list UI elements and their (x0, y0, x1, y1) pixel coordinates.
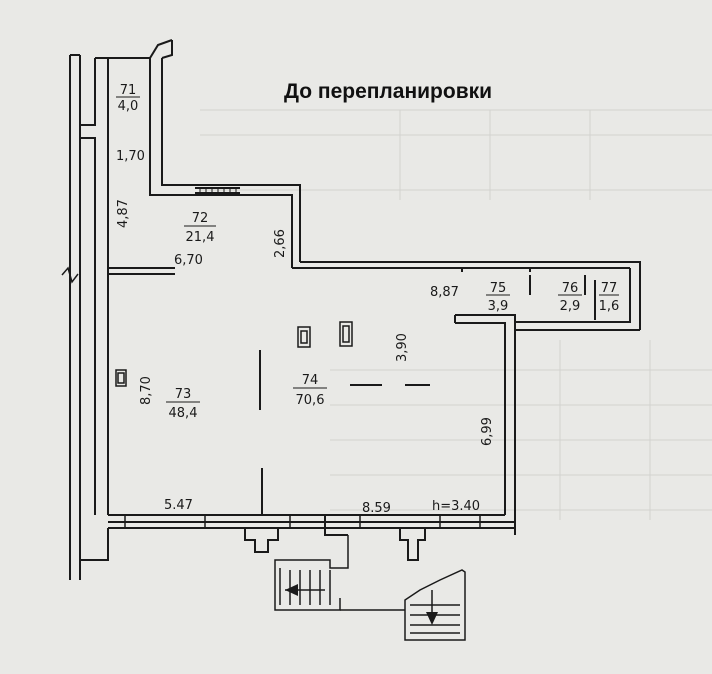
room-77: 77 1,6 (599, 281, 620, 314)
room-72: 72 21,4 (184, 211, 216, 245)
stairs-left (274, 535, 349, 611)
dim-2-66: 2,66 (273, 229, 288, 258)
window-marks (124, 515, 481, 528)
room-area: 2,9 (560, 299, 581, 314)
plan-title: До перепланировки (284, 80, 493, 103)
room-73: 73 48,4 (166, 387, 200, 421)
background-ghost-grid (200, 109, 712, 520)
walls (69, 39, 641, 580)
dim-1-70: 1,70 (116, 149, 145, 164)
room-number: 77 (601, 281, 618, 296)
room-number: 72 (192, 211, 209, 226)
dim-3-90: 3,90 (395, 333, 410, 362)
room-area: 1,6 (599, 299, 620, 314)
room-area: 21,4 (186, 230, 215, 245)
room-76: 76 2,9 (558, 281, 582, 314)
dim-6-99: 6,99 (480, 417, 495, 446)
room-number: 71 (120, 83, 137, 98)
room-number: 76 (562, 281, 579, 296)
room-area: 3,9 (488, 299, 509, 314)
stairs-left-arrow (285, 584, 298, 596)
break-mark (61, 266, 79, 284)
room-number: 74 (302, 373, 319, 388)
room-71: 71 4,0 (116, 83, 140, 114)
dim-8-59: 8.59 (362, 501, 391, 516)
dim-height: h=3.40 (432, 499, 480, 514)
room-75: 75 3,9 (486, 281, 510, 314)
room-area: 4,0 (118, 99, 139, 114)
room-74: 74 70,6 (293, 373, 327, 408)
dim-6-70: 6,70 (174, 253, 203, 268)
room-number: 73 (175, 387, 192, 402)
dim-4-87: 4,87 (116, 199, 131, 228)
dim-8-87: 8,87 (430, 285, 459, 300)
room-area: 70,6 (296, 393, 325, 408)
dim-5-47: 5.47 (164, 498, 193, 513)
dim-8-70: 8,70 (139, 376, 154, 405)
stairs-right (340, 569, 466, 641)
room-number: 75 (490, 281, 507, 296)
vent-symbols (115, 321, 353, 387)
hatch-marks (199, 188, 237, 193)
room-area: 48,4 (169, 406, 198, 421)
stairs-right-arrow (426, 612, 438, 625)
